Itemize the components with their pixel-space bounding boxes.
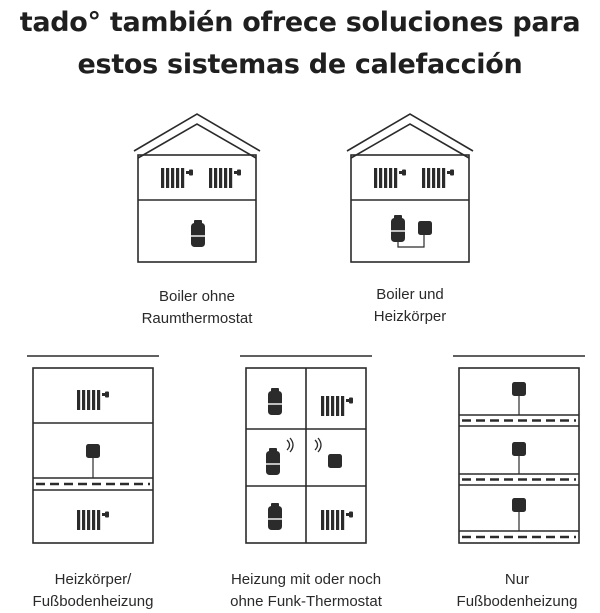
caption-line-2: Fußbodenheizung (456, 593, 578, 610)
caption-line-2: Heizkörper (373, 308, 447, 325)
caption-line-1: Boiler ohne (159, 288, 235, 305)
grid-wireless-thermostat-icon (240, 355, 372, 544)
house-boiler-thermostat-radiators-icon (346, 113, 474, 263)
caption-line-1: Heizung mit oder noch (230, 571, 382, 588)
caption-line-2: Raumthermostat (141, 310, 253, 327)
floors-underfloor-only-icon (453, 355, 585, 544)
caption-line-1: Nur (504, 571, 530, 588)
floors-radiator-underfloor-icon (27, 355, 159, 544)
caption-heizung-funk-thermostat: Heizung mit oder noch ohne Funk-Thermost… (206, 569, 406, 613)
caption-line-1: Heizkörper/ (54, 571, 132, 588)
title-line-1: tado° también ofrece soluciones para (19, 7, 581, 38)
caption-heizkoerper-fussbodenheizung: Heizkörper/ Fußbodenheizung (8, 569, 178, 613)
caption-boiler-ohne-raumthermostat: Boiler ohne Raumthermostat (107, 286, 287, 330)
caption-nur-fussbodenheizung: Nur Fußbodenheizung (434, 569, 600, 613)
title-line-2: estos sistemas de calefacción (77, 49, 523, 80)
page-title: tado° también ofrece soluciones para est… (0, 2, 600, 86)
house-boiler-radiators-icon (133, 113, 261, 263)
caption-boiler-und-heizkoerper: Boiler und Heizkörper (320, 284, 500, 328)
caption-line-1: Boiler und (376, 286, 444, 303)
caption-line-2: Fußbodenheizung (32, 593, 154, 610)
caption-line-2: ohne Funk-Thermostat (230, 593, 382, 610)
